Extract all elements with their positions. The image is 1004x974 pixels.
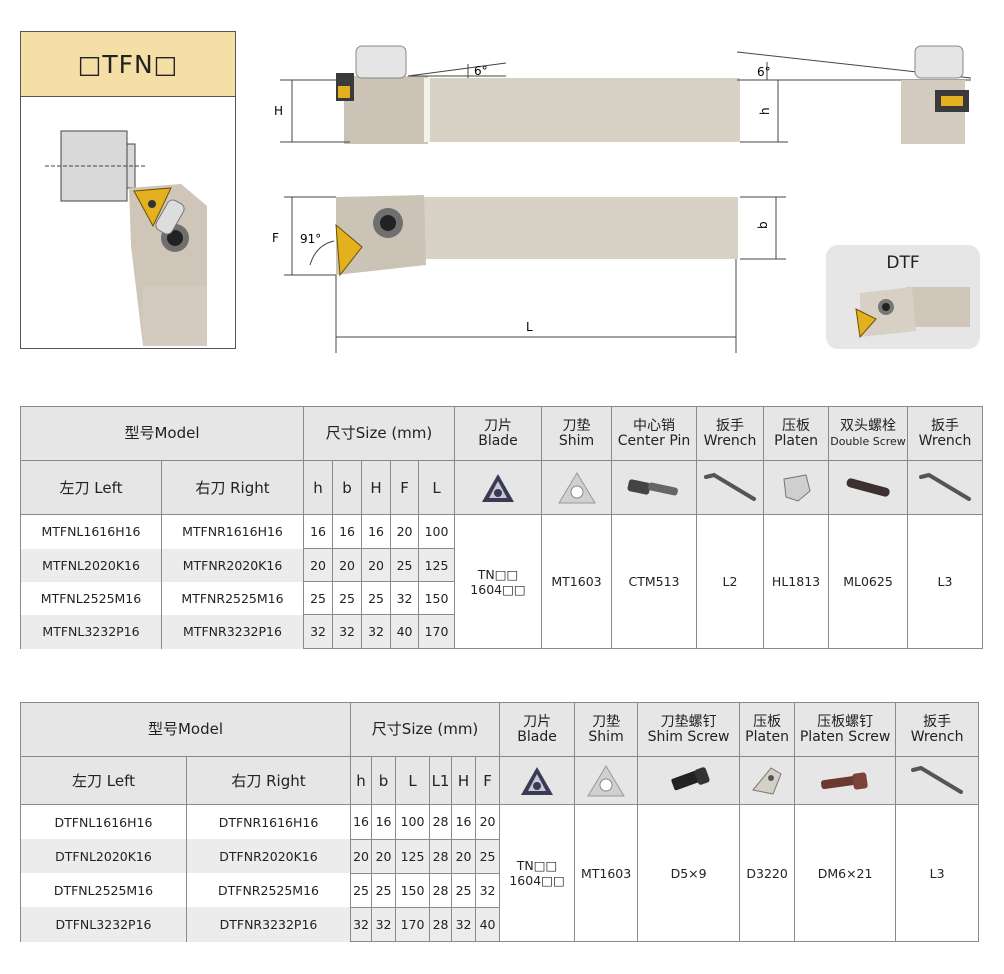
dtf-holder-image bbox=[855, 287, 970, 339]
size-col-F: F bbox=[390, 460, 420, 515]
double-screw-icon bbox=[828, 460, 909, 515]
platen-icon bbox=[763, 460, 830, 515]
platen-value: D3220 bbox=[739, 804, 796, 942]
hex-wrench-icon bbox=[895, 756, 980, 806]
shim-icon bbox=[574, 756, 639, 806]
table-row: MTFNL2525M16 MTFNR2525M16 25 25 25 32 15… bbox=[20, 581, 983, 615]
table-row: MTFNL3232P16 MTFNR3232P16 32 32 32 40 17… bbox=[20, 614, 983, 649]
right-header: 右刀 Right bbox=[185, 756, 352, 806]
size-header: 尺寸Size (mm) bbox=[350, 701, 501, 758]
shim-value: MT1603 bbox=[541, 514, 613, 649]
right-header: 右刀 Right bbox=[160, 460, 305, 515]
platen-screw-value: DM6×21 bbox=[794, 804, 897, 942]
tool-type-title: □TFN□ bbox=[21, 32, 235, 97]
shim-screw-value: D5×9 bbox=[637, 804, 741, 942]
dtf-label: DTF bbox=[886, 253, 920, 273]
size-col-L: L bbox=[395, 756, 431, 806]
size-header: 尺寸Size (mm) bbox=[303, 406, 456, 461]
left-header: 左刀 Left bbox=[20, 460, 162, 515]
size-col-b: b bbox=[371, 756, 397, 806]
tool-type-box: □TFN□ bbox=[20, 31, 236, 349]
table-row: DTFNL2020K16 DTFNR2020K16 20 20 125 28 2… bbox=[20, 838, 979, 874]
shim-icon bbox=[541, 460, 613, 515]
center-pin-value: CTM513 bbox=[611, 514, 698, 649]
size-col-L1: L1 bbox=[429, 756, 453, 806]
dim-L: L bbox=[526, 320, 533, 334]
blade-value: TN□□1604□□ bbox=[499, 804, 576, 942]
model-header: 型号Model bbox=[19, 406, 305, 461]
dim-angle-top: 6° bbox=[474, 64, 488, 78]
model-header: 型号Model bbox=[19, 701, 352, 758]
platen-icon bbox=[739, 756, 796, 806]
wrench-value: L3 bbox=[895, 804, 980, 942]
dim-angle-side: 6° bbox=[757, 65, 771, 79]
triangle-insert-icon bbox=[454, 460, 543, 515]
table-row: DTFNL2525M16 DTFNR2525M16 25 25 150 28 2… bbox=[20, 872, 979, 908]
dim-H: H bbox=[274, 104, 283, 118]
blade-value: TN□□1604□□ bbox=[454, 514, 543, 649]
table-row: MTFNL1616H16 MTFNR1616H16 16 16 16 20 10… bbox=[20, 514, 984, 649]
size-col-H: H bbox=[451, 756, 477, 806]
platen-value: HL1813 bbox=[763, 514, 830, 649]
holder-top-view-image bbox=[45, 130, 207, 346]
triangle-insert-icon bbox=[499, 756, 576, 806]
left-header: 左刀 Left bbox=[20, 756, 187, 806]
size-col-H: H bbox=[361, 460, 392, 515]
platen-screw-icon bbox=[794, 756, 897, 806]
size-col-b: b bbox=[332, 460, 363, 515]
dim-angle-lead: 91° bbox=[300, 232, 321, 246]
dim-h: h bbox=[758, 107, 772, 115]
center-pin-icon bbox=[611, 460, 698, 515]
size-col-h: h bbox=[303, 460, 334, 515]
wrench-value: L2 bbox=[696, 514, 765, 649]
size-col-h: h bbox=[350, 756, 373, 806]
double-screw-value: ML0625 bbox=[828, 514, 909, 649]
holder-plan-view-drawing: F 91° L b bbox=[272, 195, 786, 353]
dim-F: F bbox=[272, 231, 279, 245]
holder-end-view-drawing: 6° bbox=[736, 45, 972, 144]
shim-screw-icon bbox=[637, 756, 741, 806]
shim-value: MT1603 bbox=[574, 804, 639, 942]
hex-wrench-icon bbox=[907, 460, 984, 515]
table-row: DTFNL1616H16 DTFNR1616H16 16 16 100 28 1… bbox=[20, 804, 980, 942]
table-row: MTFNL2020K16 MTFNR2020K16 20 20 20 25 12… bbox=[20, 548, 983, 582]
dtf-variant-card: DTF bbox=[826, 245, 980, 349]
table-row: DTFNL3232P16 DTFNR3232P16 32 32 170 28 3… bbox=[20, 906, 979, 943]
wrench2-value: L3 bbox=[907, 514, 984, 649]
dim-b: b bbox=[756, 221, 770, 229]
holder-side-view-drawing: H 6° h bbox=[274, 45, 788, 144]
size-col-F: F bbox=[475, 756, 501, 806]
size-col-L: L bbox=[418, 460, 456, 515]
hex-wrench-icon bbox=[696, 460, 765, 515]
